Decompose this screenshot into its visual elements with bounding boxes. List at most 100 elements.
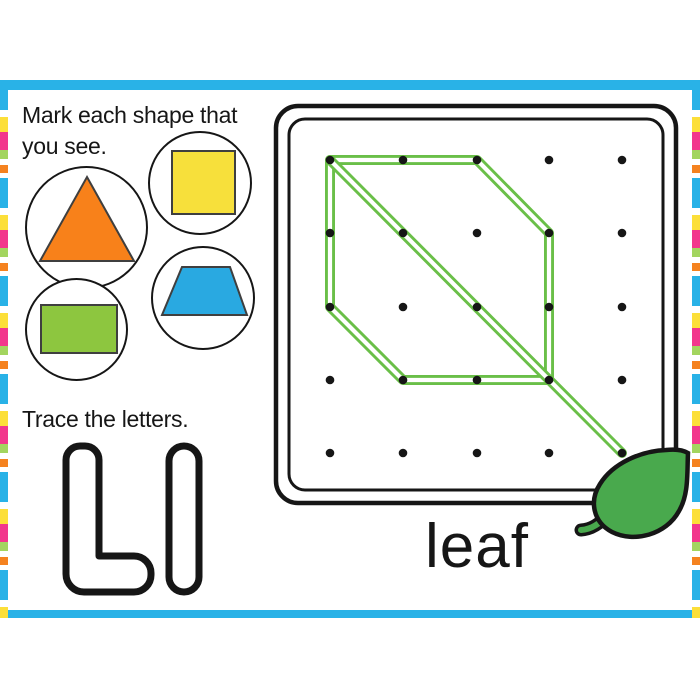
triangle-icon [37, 174, 136, 262]
stripe-green [0, 150, 8, 159]
border-stripes-left [0, 80, 8, 618]
trapezoid-icon [160, 265, 248, 316]
stripe-blue [0, 276, 8, 306]
peg-dot[interactable] [472, 375, 482, 385]
peg-dot[interactable] [472, 155, 482, 165]
stripe-blue [692, 570, 700, 600]
shape-option-trapezoid[interactable] [151, 246, 255, 350]
stripe-green [692, 248, 700, 257]
stripe-pink [0, 328, 8, 346]
stripe-green [0, 248, 8, 257]
stripe-yellow [692, 509, 700, 524]
stripe-pink [692, 426, 700, 444]
shape-option-triangle[interactable] [25, 166, 148, 289]
border-top-bar [0, 80, 700, 90]
stripe-orange [0, 557, 8, 565]
stripe-pink [0, 132, 8, 150]
stripe-green [692, 346, 700, 355]
peg-dot[interactable] [617, 228, 627, 238]
stripe-gap [0, 306, 8, 313]
peg-dot[interactable] [472, 228, 482, 238]
peg-dot[interactable] [325, 375, 335, 385]
stripe-blue [0, 570, 8, 600]
stripe-gap [0, 600, 8, 607]
peg-dot[interactable] [472, 302, 482, 312]
stripe-yellow [0, 411, 8, 426]
border-stripes-right [692, 80, 700, 618]
stripe-green [0, 444, 8, 453]
word-label: leaf [425, 512, 529, 581]
stripe-yellow [0, 117, 8, 132]
stripe-orange [0, 361, 8, 369]
stripe-pink [692, 132, 700, 150]
peg-dots [325, 155, 627, 458]
geoboard-frame-inner [287, 117, 665, 492]
stripe-gap [0, 502, 8, 509]
stripe-gap [0, 404, 8, 411]
stripe-gap [0, 208, 8, 215]
stripe-yellow [692, 117, 700, 132]
stripe-pink [0, 230, 8, 248]
shape-option-rectangle[interactable] [25, 278, 128, 381]
stripe-pink [0, 426, 8, 444]
peg-dot[interactable] [544, 155, 554, 165]
stripe-blue [692, 178, 700, 208]
stripe-gap [0, 110, 8, 117]
peg-dot[interactable] [398, 302, 408, 312]
stripe-pink [692, 328, 700, 346]
peg-dot[interactable] [398, 375, 408, 385]
peg-dot[interactable] [617, 155, 627, 165]
peg-dot[interactable] [544, 302, 554, 312]
trace-letter-lowercase-l[interactable] [165, 442, 203, 596]
stripe-yellow [0, 509, 8, 524]
stripe-blue [692, 80, 700, 110]
stripe-green [0, 542, 8, 551]
peg-dot[interactable] [617, 375, 627, 385]
stripe-blue [0, 374, 8, 404]
stripe-pink [692, 524, 700, 542]
shape-option-square[interactable] [148, 131, 252, 235]
peg-dot[interactable] [544, 448, 554, 458]
stripe-orange [692, 165, 700, 173]
peg-dot[interactable] [325, 302, 335, 312]
square-icon [170, 149, 236, 215]
stripe-orange [0, 165, 8, 173]
stripe-orange [692, 557, 700, 565]
stripe-blue [0, 472, 8, 502]
shapes-instruction: Mark each shape that you see. [22, 102, 238, 159]
stripe-pink [0, 524, 8, 542]
leaf-blade [591, 447, 691, 540]
stripe-yellow [692, 411, 700, 426]
peg-dot[interactable] [472, 448, 482, 458]
peg-dot[interactable] [617, 448, 627, 458]
stripe-gap [692, 600, 700, 607]
peg-dot[interactable] [398, 228, 408, 238]
peg-dot[interactable] [325, 155, 335, 165]
peg-dot[interactable] [325, 448, 335, 458]
stripe-yellow [0, 607, 8, 618]
trace-instruction: Trace the letters. [22, 406, 189, 432]
stripe-blue [0, 178, 8, 208]
stripe-orange [0, 459, 8, 467]
stripe-yellow [0, 313, 8, 328]
stripe-orange [692, 361, 700, 369]
stripe-yellow [692, 313, 700, 328]
trace-letters [62, 442, 203, 596]
peg-dot[interactable] [544, 375, 554, 385]
trace-letter-uppercase-L[interactable] [62, 442, 155, 596]
peg-dot[interactable] [325, 228, 335, 238]
leaf-clipart [574, 447, 691, 540]
stripe-green [692, 150, 700, 159]
stripe-blue [692, 276, 700, 306]
peg-dot[interactable] [398, 155, 408, 165]
stripe-green [692, 542, 700, 551]
peg-dot[interactable] [544, 228, 554, 238]
stripe-orange [692, 459, 700, 467]
peg-dot[interactable] [617, 302, 627, 312]
stripe-yellow [0, 215, 8, 230]
border-bottom-bar [0, 610, 700, 618]
stripe-yellow [692, 607, 700, 618]
stripe-blue [0, 80, 8, 110]
peg-dot[interactable] [398, 448, 408, 458]
